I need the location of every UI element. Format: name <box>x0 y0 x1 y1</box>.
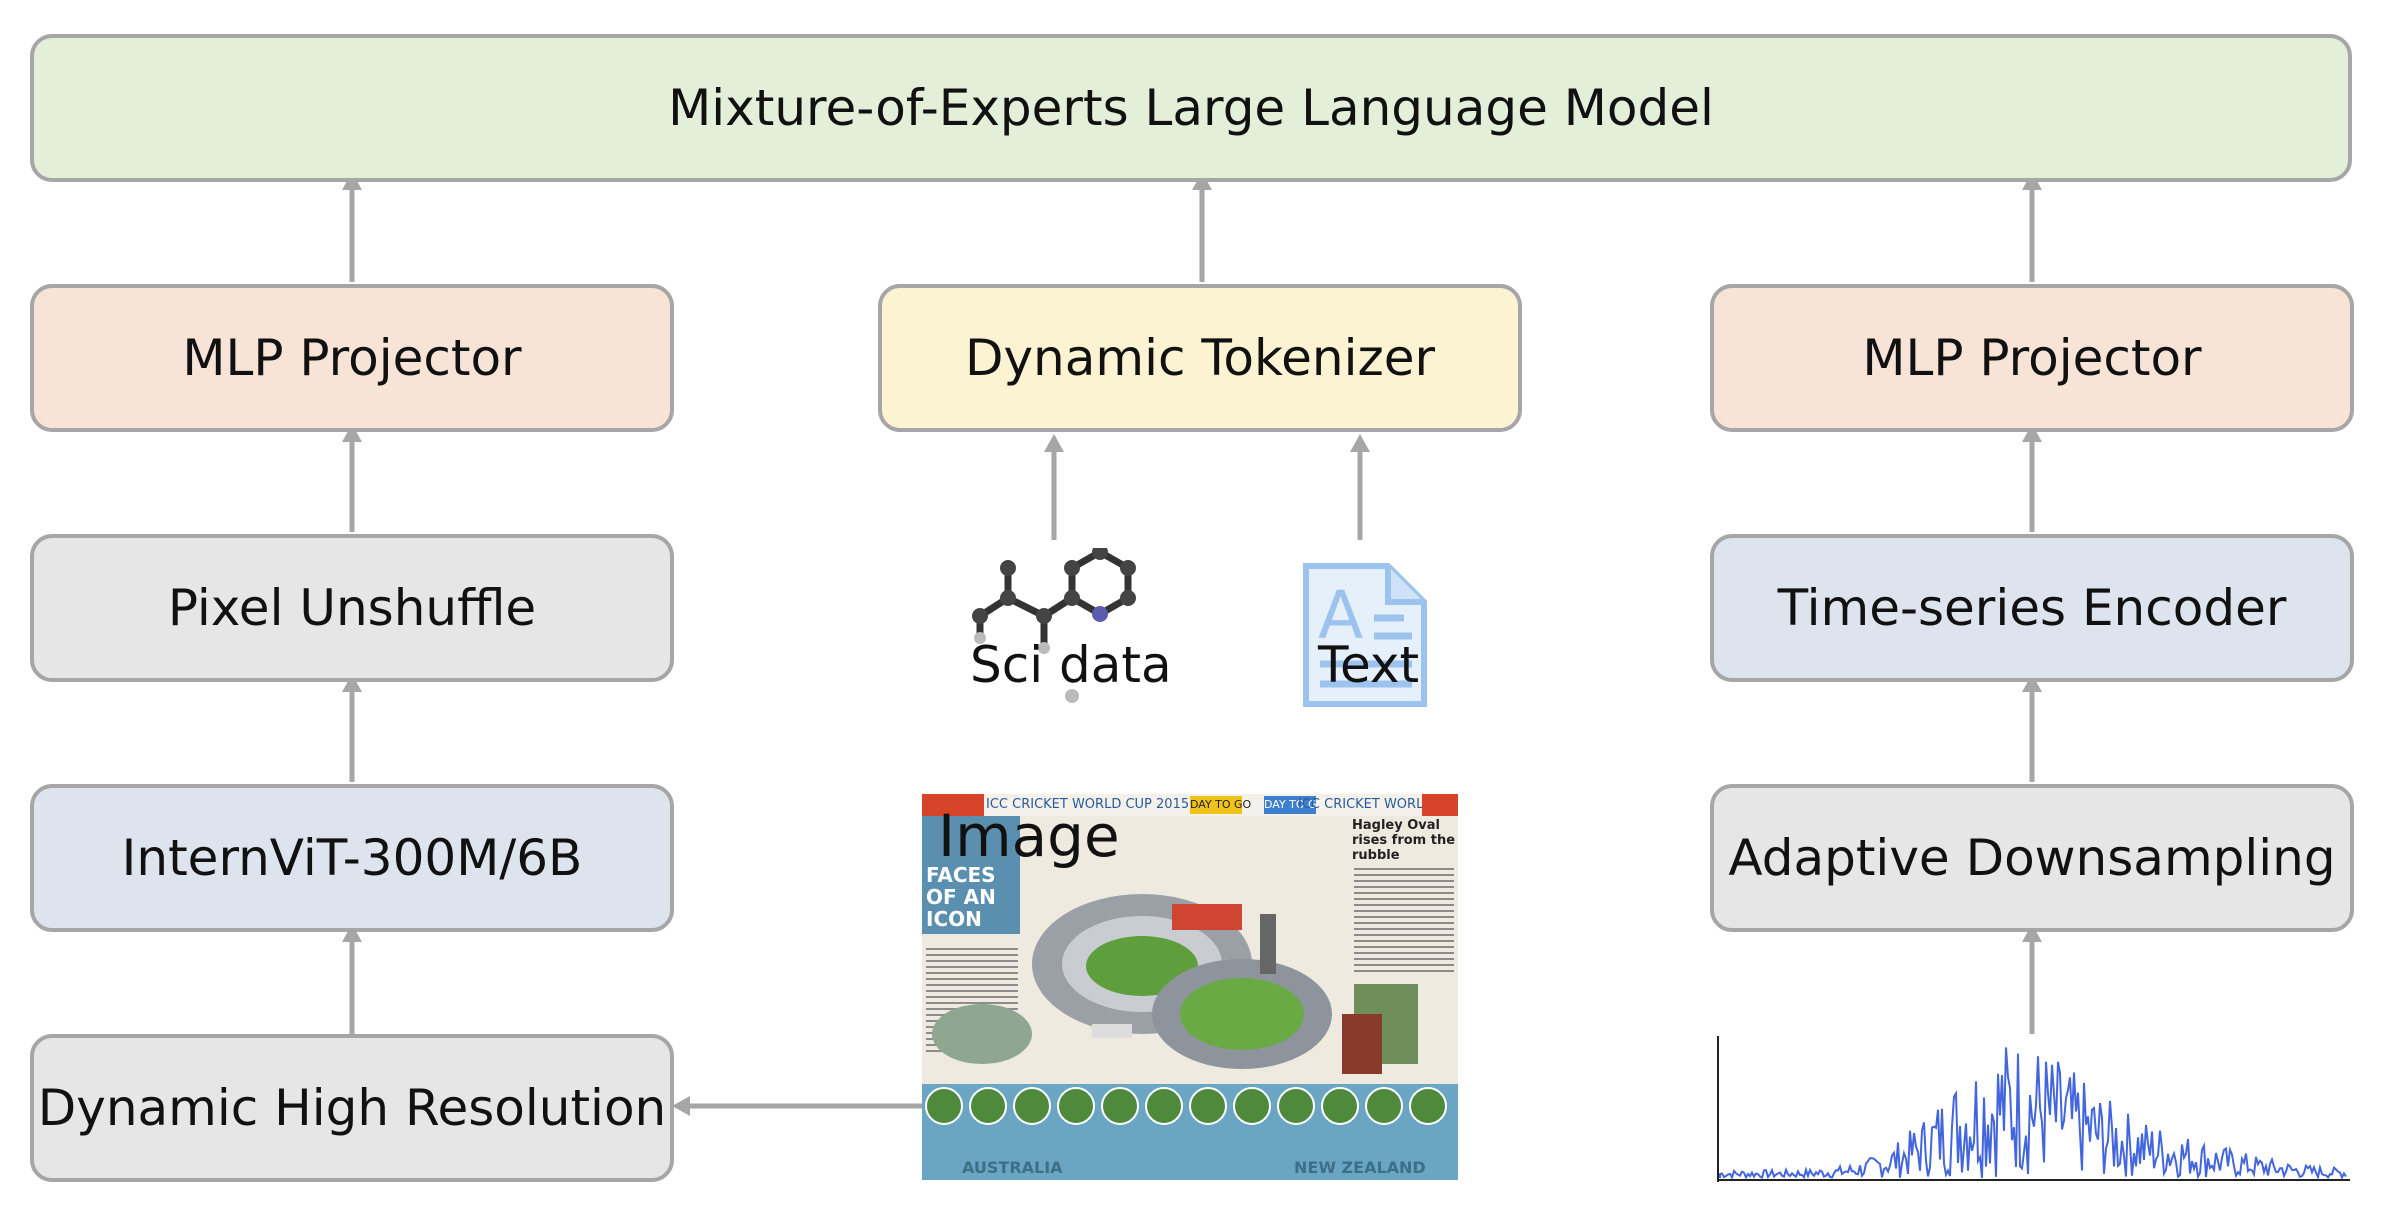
banner-day-left: DAY TO GO <box>1190 796 1251 814</box>
arrowhead <box>672 1096 690 1116</box>
arrowhead <box>2022 924 2042 942</box>
adaptive-downsampling-label: Adaptive Downsampling <box>1728 829 2336 887</box>
mlp-projector-right-box: MLP Projector <box>1710 284 2354 432</box>
mlp-projector-left-box: MLP Projector <box>30 284 674 432</box>
dynamic-high-resolution-label: Dynamic High Resolution <box>37 1079 667 1137</box>
stadium-illustration <box>1032 894 1332 1069</box>
mlp-projector-left-label: MLP Projector <box>182 329 522 387</box>
internvit-label: InternViT-300M/6B <box>121 829 583 887</box>
arrowhead <box>1044 434 1064 452</box>
arrowhead <box>342 424 362 442</box>
time-series-encoder-label: Time-series Encoder <box>1777 579 2287 637</box>
adaptive-downsampling-box: Adaptive Downsampling <box>1710 784 2354 932</box>
banner-right <box>1422 794 1458 816</box>
dynamic-tokenizer-label: Dynamic Tokenizer <box>964 329 1436 387</box>
portrait-photo <box>1342 1014 1382 1074</box>
image-label: Image <box>938 802 1120 870</box>
side-headline: Hagley Oval rises from the rubble <box>1352 818 1456 863</box>
internvit-box: InternViT-300M/6B <box>30 784 674 932</box>
stadium-small <box>932 1004 1032 1064</box>
mlp-projector-right-label: MLP Projector <box>1862 329 2202 387</box>
pixel-unshuffle-label: Pixel Unshuffle <box>167 579 537 637</box>
time-series-signal <box>1717 1036 2350 1182</box>
text-document-icon: A <box>1303 563 1427 707</box>
arrowhead <box>2022 674 2042 692</box>
signal-waveform <box>1719 1047 2347 1181</box>
banner-left-title: ICC CRICKET WORLD CUP 2015 <box>986 797 1190 812</box>
arrowhead <box>1350 434 1370 452</box>
arrowhead <box>2022 424 2042 442</box>
headline-block <box>922 816 1020 934</box>
molecule-icon <box>972 548 1136 703</box>
image-thumbnail: ICC CRICKET WORLD CUP 2015 DAY TO GO DAY… <box>922 794 1458 1180</box>
banner-day-right: DAY TO GO <box>1264 796 1325 814</box>
banner-right-title: ICC CRICKET WORLD CUP 2015 <box>1298 797 1458 812</box>
dynamic-high-resolution-box: Dynamic High Resolution <box>30 1034 674 1182</box>
country-left: AUSTRALIA <box>962 1158 1063 1177</box>
llm-box: Mixture-of-Experts Large Language Model <box>30 34 2352 182</box>
svg-text:A: A <box>1318 577 1363 654</box>
arrowhead <box>342 924 362 942</box>
pixel-unshuffle-box: Pixel Unshuffle <box>30 534 674 682</box>
arrowhead <box>342 674 362 692</box>
country-right: NEW ZEALAND <box>1294 1158 1426 1177</box>
dynamic-tokenizer-box: Dynamic Tokenizer <box>878 284 1522 432</box>
llm-label: Mixture-of-Experts Large Language Model <box>668 79 1714 137</box>
headline-text: FACES OF AN ICON <box>926 863 996 931</box>
banner-left <box>922 794 984 816</box>
grounds-circles <box>925 1087 1447 1125</box>
time-series-encoder-box: Time-series Encoder <box>1710 534 2354 682</box>
article-text-right <box>1354 864 1454 974</box>
text-label: Text <box>1318 636 1420 694</box>
sci-data-label: Sci data <box>970 636 1172 694</box>
